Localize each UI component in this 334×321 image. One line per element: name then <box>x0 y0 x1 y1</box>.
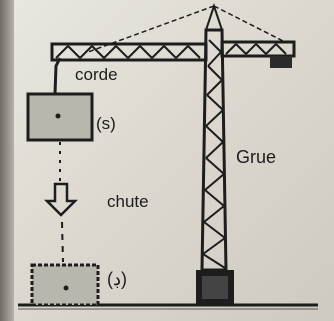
block-s-landed <box>30 263 100 307</box>
crane-jib <box>50 42 208 62</box>
fall-label: chute <box>107 192 149 211</box>
page-shadow <box>0 0 14 321</box>
landed-block-label: (ڊ) <box>107 269 128 289</box>
block-s-label: (s) <box>96 114 116 133</box>
rope-label: corde <box>75 65 118 84</box>
fall-path <box>59 142 64 263</box>
rope <box>53 57 62 95</box>
crane-tower <box>196 28 234 305</box>
crane-counter-jib <box>220 40 296 68</box>
crane-apex <box>87 2 286 53</box>
crane-label: Grue <box>236 147 277 167</box>
block-s <box>26 92 94 142</box>
down-arrow-icon <box>43 182 79 217</box>
